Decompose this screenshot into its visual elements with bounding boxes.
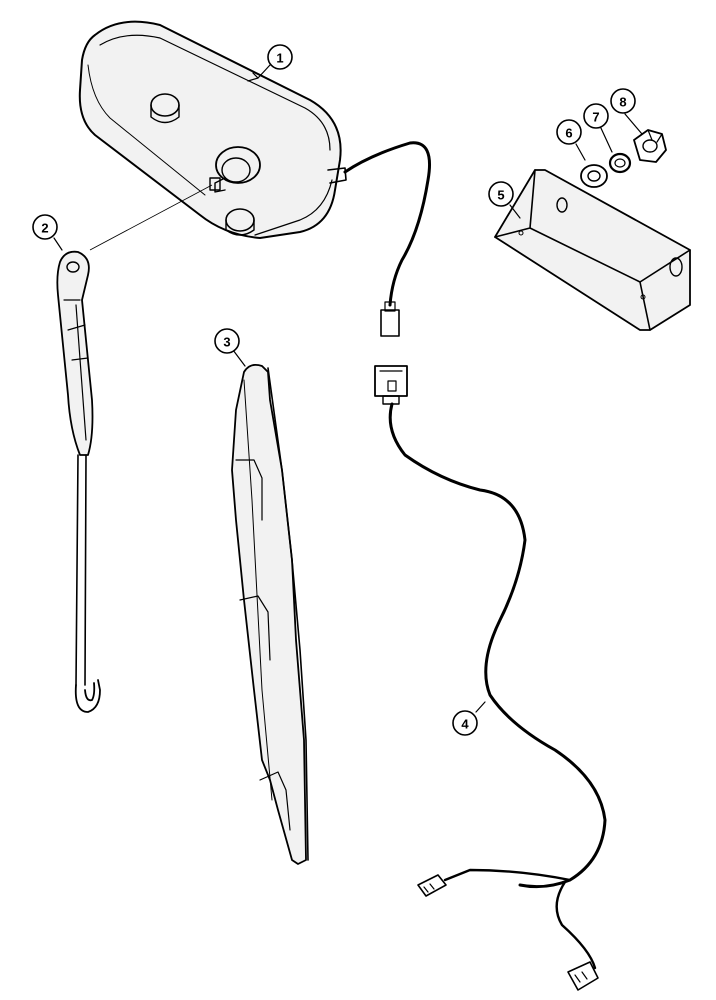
callout-label: 2 xyxy=(41,221,48,236)
hex-nut[interactable] xyxy=(633,129,667,163)
callout-label: 5 xyxy=(497,188,504,203)
lock-washer[interactable] xyxy=(608,152,632,174)
callout-label: 1 xyxy=(276,51,283,66)
callout-label: 4 xyxy=(461,717,469,732)
spindle-boss xyxy=(209,146,261,193)
motor-connector[interactable] xyxy=(380,301,400,337)
callout-label: 7 xyxy=(592,110,599,125)
callout-3: 3 xyxy=(214,328,240,354)
callout-label: 6 xyxy=(565,126,572,141)
callout-7: 7 xyxy=(583,103,609,129)
callout-label: 8 xyxy=(619,95,626,110)
motor-cable xyxy=(343,141,431,307)
callout-2: 2 xyxy=(32,214,58,240)
housing-cap xyxy=(225,208,255,236)
assembly-leader-line xyxy=(89,184,213,251)
wiper-motor[interactable] xyxy=(78,20,347,239)
wiper-blade[interactable] xyxy=(231,363,309,865)
flat-washer[interactable] xyxy=(580,164,608,188)
wiring-harness[interactable] xyxy=(374,365,607,991)
callout-1: 1 xyxy=(267,44,293,70)
callout-4: 4 xyxy=(452,710,478,736)
wiper-arm[interactable] xyxy=(56,250,101,713)
harness-plug-left xyxy=(417,874,447,897)
callout-6: 6 xyxy=(556,119,582,145)
housing-plug xyxy=(150,93,180,124)
harness-plug-bottom xyxy=(567,961,599,991)
callout-label: 3 xyxy=(223,335,230,350)
callout-5: 5 xyxy=(488,181,514,207)
callout-leaders xyxy=(53,64,643,713)
callout-8: 8 xyxy=(610,88,636,114)
mounting-bracket[interactable] xyxy=(494,169,691,331)
